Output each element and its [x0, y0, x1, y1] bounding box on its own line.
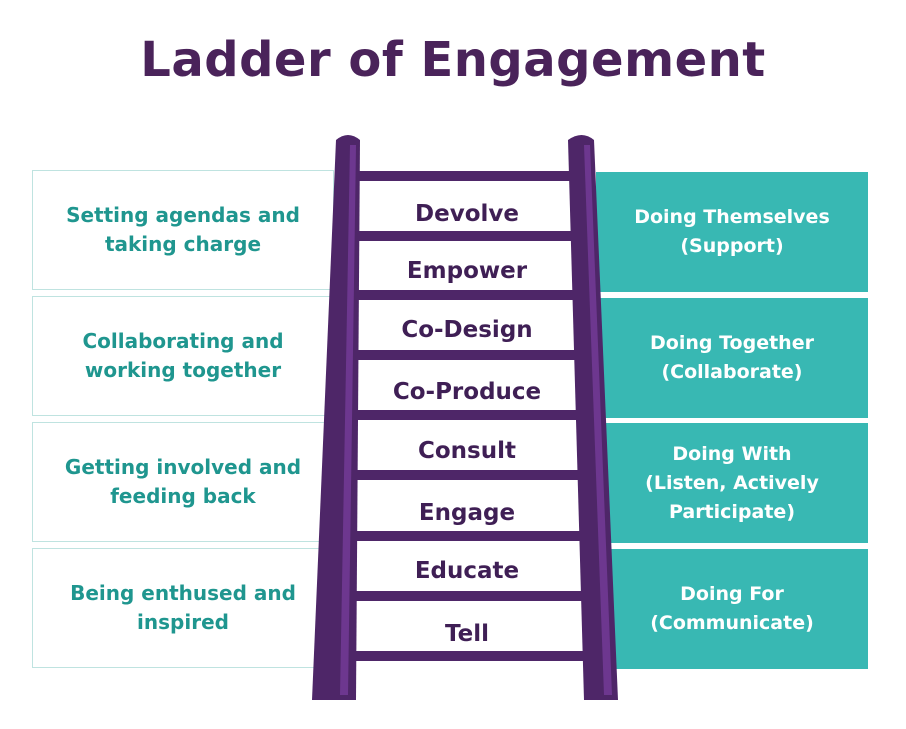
rung-label-co-produce: Co-Produce — [392, 379, 542, 405]
right-box-3-text: Doing With (Listen, Actively Participate… — [645, 442, 819, 523]
left-box-4: Being enthused and inspired — [32, 548, 334, 668]
ladder-rung-9 — [344, 651, 594, 661]
right-box-4: Doing For (Communicate) — [596, 549, 868, 669]
ladder-background — [348, 150, 594, 700]
rung-label-educate: Educate — [414, 558, 520, 584]
right-box-1: Doing Themselves (Support) — [596, 172, 868, 292]
right-box-2: Doing Together (Collaborate) — [596, 298, 868, 418]
ladder-rung-3 — [350, 290, 588, 300]
rung-label-empower: Empower — [406, 258, 528, 284]
left-box-2-text: Collaborating and working together — [82, 329, 284, 382]
left-box-2: Collaborating and working together — [32, 296, 334, 416]
left-box-4-text: Being enthused and inspired — [70, 581, 296, 634]
left-box-3: Getting involved and feeding back — [32, 422, 334, 542]
right-box-1-text: Doing Themselves (Support) — [634, 206, 830, 257]
ladder-left-rail-highlight — [340, 145, 356, 695]
rung-label-devolve: Devolve — [415, 201, 519, 227]
rung-label-tell: Tell — [444, 621, 489, 647]
rung-label-co-design: Co-Design — [401, 317, 533, 343]
ladder-rung-6 — [348, 470, 590, 480]
right-box-4-text: Doing For (Communicate) — [650, 583, 814, 634]
right-box-3: Doing With (Listen, Actively Participate… — [596, 423, 868, 543]
page-title: Ladder of Engagement — [140, 32, 766, 88]
ladder-rung-4 — [350, 350, 588, 360]
ladder-rung-2 — [350, 231, 586, 241]
ladder-rung-8 — [346, 591, 592, 601]
ladder-right-rail-highlight — [584, 145, 612, 695]
ladder-rung-5 — [348, 410, 590, 420]
left-box-1-text: Setting agendas and taking charge — [66, 203, 300, 256]
ladder-rung-1 — [350, 171, 586, 181]
left-box-3-text: Getting involved and feeding back — [64, 455, 302, 508]
rung-label-consult: Consult — [418, 438, 516, 464]
rung-label-engage: Engage — [418, 500, 516, 526]
ladder-rung-7 — [346, 531, 592, 541]
left-box-1: Setting agendas and taking charge — [32, 170, 334, 290]
right-box-2-text: Doing Together (Collaborate) — [650, 332, 814, 383]
